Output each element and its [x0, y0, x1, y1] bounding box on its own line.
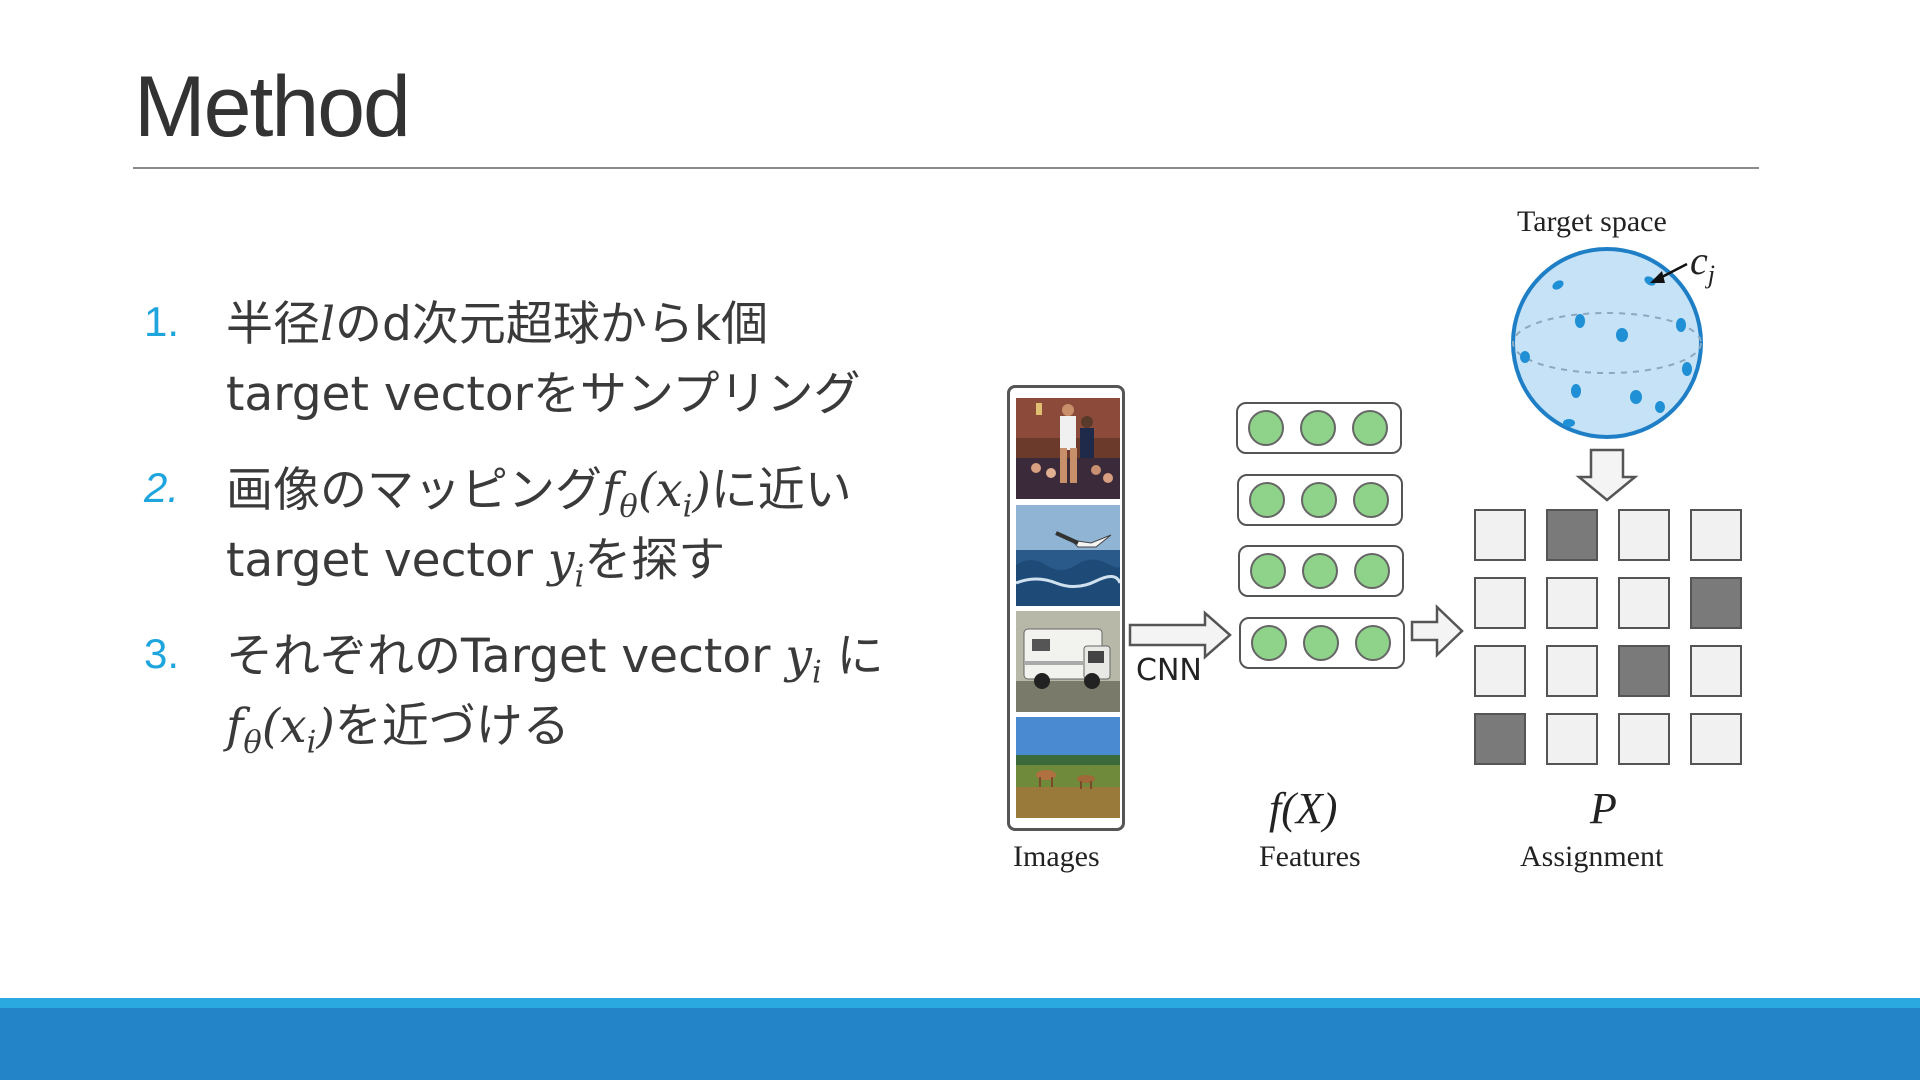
cnn-label: CNN [1136, 653, 1202, 688]
assignment-cell-filled [1618, 645, 1670, 697]
feature-unit-dot [1302, 553, 1338, 589]
feature-unit-dot [1250, 553, 1286, 589]
step-text: 半径 [226, 297, 320, 352]
step-number: 3. [144, 630, 180, 677]
seabird-waves-photo [1016, 505, 1120, 606]
feature-vector-row [1236, 402, 1402, 454]
assignment-cell-filled [1690, 577, 1742, 629]
diagram-canvas [1128, 247, 1703, 660]
assignment-cell-empty [1546, 645, 1598, 697]
step-3: 3. それぞれのTarget vector yi に fθ(xi)を近づける [140, 622, 970, 762]
fx-label: f(X) [1269, 784, 1338, 833]
step-number: 2. [144, 464, 180, 511]
assignment-label: Assignment [1520, 840, 1664, 873]
feature-unit-dot [1251, 625, 1287, 661]
images-column [1007, 385, 1125, 831]
feature-unit-dot [1300, 410, 1336, 446]
cj-label: cj [1690, 238, 1715, 289]
assignment-cell-empty [1690, 645, 1742, 697]
step-text: に [821, 629, 884, 684]
method-steps: 1. 半径lのd次元超球からk個 target vectorをサンプリング 2.… [140, 290, 970, 788]
feature-unit-dot [1301, 482, 1337, 518]
feature-unit-dot [1248, 410, 1284, 446]
feature-vector-row [1237, 474, 1403, 526]
footer-bar [0, 1008, 1920, 1080]
step-text: を探す [584, 533, 726, 588]
step-2-line-2: target vector yiを探す [226, 526, 970, 596]
features-label: Features [1259, 840, 1361, 873]
footer-accent-stripe [0, 998, 1920, 1008]
math-symbol: l [320, 297, 336, 352]
step-text: それぞれのTarget vector [226, 629, 786, 684]
step-text: のd次元超球からk個 [335, 297, 769, 352]
math-expression: fθ(xi) [226, 699, 335, 761]
feature-unit-dot [1303, 625, 1339, 661]
step-1-line-2: target vectorをサンプリング [226, 367, 861, 422]
step-text: 画像のマッピング [226, 463, 602, 518]
assignment-cell-filled [1474, 713, 1526, 765]
assignment-cell-empty [1690, 509, 1742, 561]
feature-unit-dot [1352, 410, 1388, 446]
step-2: 2. 画像のマッピングfθ(xi)に近い target vector yiを探す [140, 456, 970, 596]
step-text: target vector [226, 533, 548, 588]
title-divider [133, 167, 1759, 169]
slide-title: Method [134, 59, 411, 155]
math-expression: fθ(xi) [602, 463, 711, 525]
sphere-to-grid-arrow [1575, 448, 1639, 502]
step-1-line-1: 半径lのd次元超球からk個 [226, 290, 970, 360]
step-number: 1. [144, 298, 180, 345]
assignment-cell-empty [1474, 645, 1526, 697]
images-label: Images [1013, 840, 1100, 873]
math-expression: yi [547, 533, 585, 595]
assignment-cell-empty [1690, 713, 1742, 765]
feature-unit-dot [1249, 482, 1285, 518]
deer-savanna-photo [1016, 717, 1120, 818]
step-text: に近い [710, 463, 852, 518]
assignment-cell-empty [1546, 577, 1598, 629]
assignment-cell-empty [1618, 577, 1670, 629]
cj-pointer-arrow [1650, 262, 1688, 283]
assignment-cell-empty [1474, 509, 1526, 561]
feature-vector-row [1239, 617, 1405, 669]
assignment-cell-empty [1474, 577, 1526, 629]
camper-van-photo [1016, 611, 1120, 712]
assignment-cell-filled [1546, 509, 1598, 561]
step-3-line-1: それぞれのTarget vector yi に [226, 622, 970, 692]
feature-unit-dot [1353, 482, 1389, 518]
assignment-cell-empty [1618, 509, 1670, 561]
basketball-photo [1016, 398, 1120, 499]
feature-vector-row [1238, 545, 1404, 597]
feature-unit-dot [1354, 553, 1390, 589]
p-label: P [1590, 784, 1617, 833]
cnn-arrow [1128, 610, 1232, 660]
method-diagram: Target space cj CNN f(X) P Images Featur… [990, 195, 1770, 895]
target-space-label: Target space [1517, 205, 1667, 238]
math-expression: yi [785, 629, 822, 691]
step-3-line-2: fθ(xi)を近づける [226, 692, 970, 762]
assignment-cell-empty [1546, 713, 1598, 765]
assignment-cell-empty [1618, 713, 1670, 765]
target-sphere [1511, 247, 1703, 439]
feature-unit-dot [1355, 625, 1391, 661]
step-text: を近づける [334, 699, 570, 754]
features-to-assignment-arrow [1410, 604, 1464, 658]
step-2-line-1: 画像のマッピングfθ(xi)に近い [226, 456, 970, 526]
step-1: 1. 半径lのd次元超球からk個 target vectorをサンプリング [140, 290, 970, 430]
